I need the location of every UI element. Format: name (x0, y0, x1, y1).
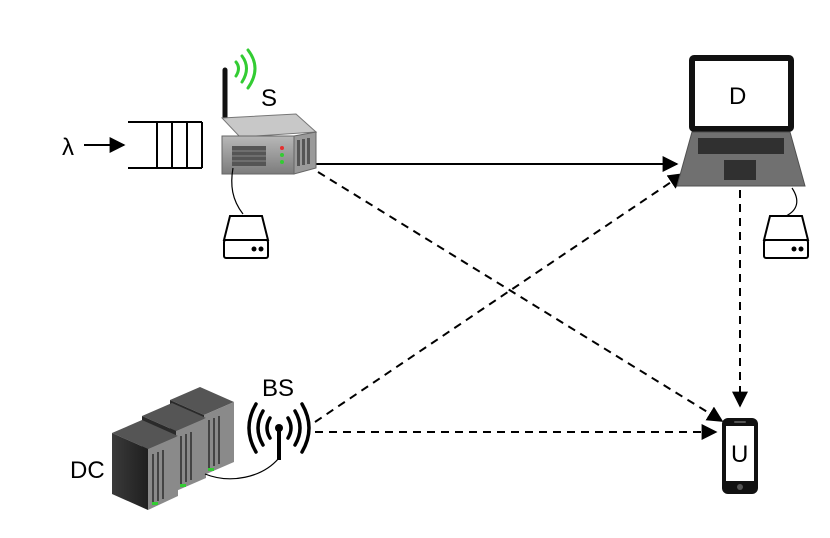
dc-bs-cable (204, 457, 280, 480)
antenna-icon (247, 402, 311, 460)
wifi-signal-icon (234, 48, 257, 90)
destination-label: D (729, 83, 746, 110)
base-station-label: BS (262, 375, 294, 402)
router-icon (220, 67, 318, 175)
smartphone-icon (722, 418, 758, 494)
source-label: S (261, 85, 277, 112)
laptop-icon (676, 55, 806, 187)
server-rack-icon (112, 387, 234, 510)
storage-drive-icon (762, 215, 810, 259)
queue-icon (128, 121, 203, 169)
data-center-label: DC (70, 457, 105, 484)
destination-storage-cable (785, 187, 798, 217)
link-s-to-u (317, 171, 724, 422)
user-label: U (731, 441, 748, 468)
arrival-rate-label: λ (62, 134, 74, 161)
storage-drive-icon (222, 215, 270, 259)
source-storage-cable (231, 167, 244, 215)
link-bs-to-d (314, 173, 685, 423)
